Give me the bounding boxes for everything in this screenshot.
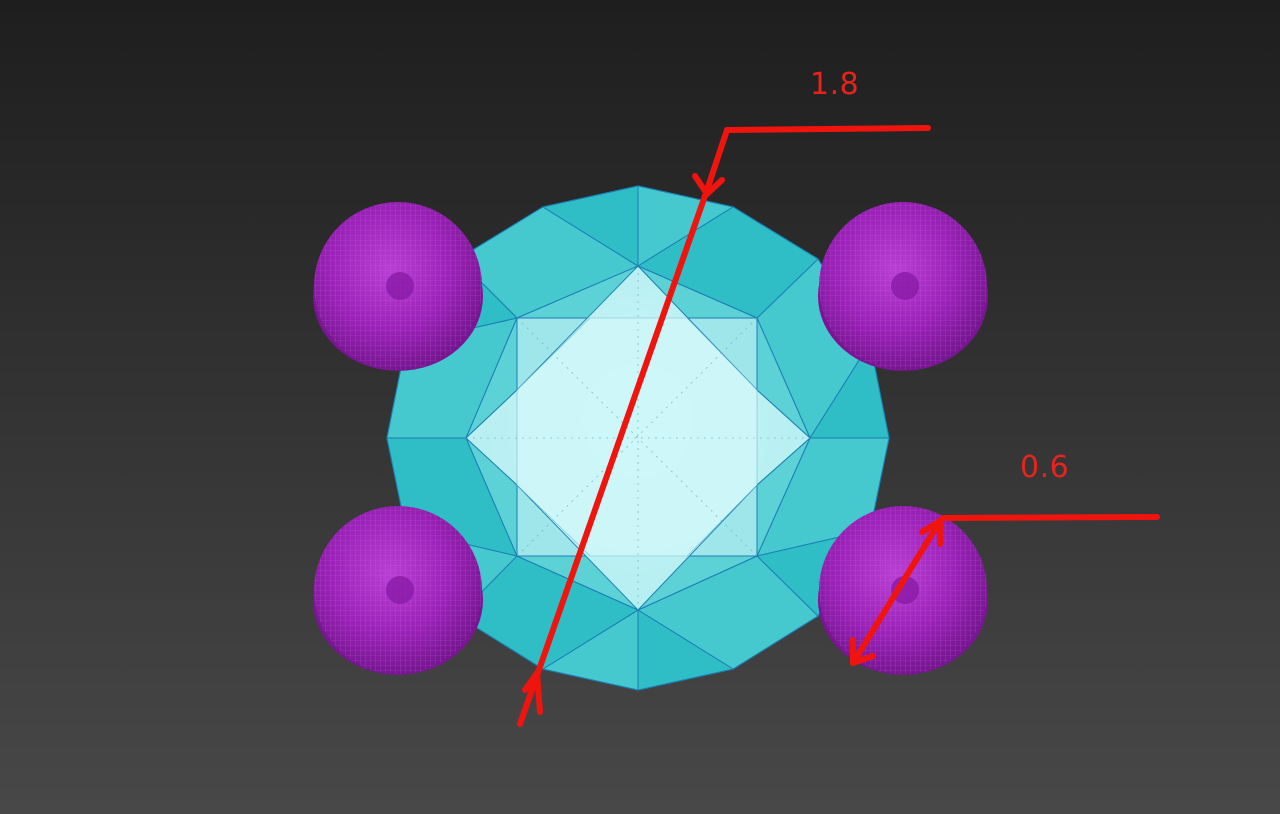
- prong-leader: [937, 514, 1160, 524]
- prong-bottom-right[interactable]: [818, 506, 988, 675]
- diameter-arrowhead-bottom: [522, 670, 543, 715]
- diameter-leader: [703, 125, 931, 196]
- gem-pavilion-lines: [466, 266, 810, 610]
- prong-top-right[interactable]: [818, 202, 988, 371]
- prong-size-label: 0.6: [1020, 450, 1070, 485]
- diameter-label: 1.8: [810, 67, 860, 102]
- diameter-arrowhead-top: [692, 173, 725, 197]
- dimension-diameter: [517, 125, 931, 727]
- prong-bottom-left[interactable]: [313, 506, 483, 675]
- diameter-line: [517, 190, 709, 727]
- prong-top-left[interactable]: [313, 202, 483, 371]
- prong-arrowhead-top: [919, 518, 943, 547]
- prong-line: [850, 518, 943, 666]
- prong-arrowhead-bottom: [850, 637, 876, 666]
- dimension-prong: [850, 514, 1160, 666]
